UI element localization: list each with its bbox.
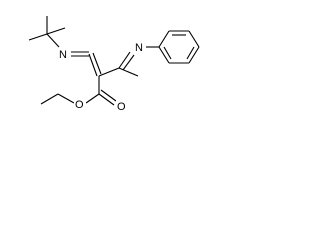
bond-c-c-double-a <box>88 53 98 77</box>
atom-n-anil: N <box>135 42 143 54</box>
phenyl-bond-1 <box>158 30 170 48</box>
atom-o-ester: O <box>75 99 84 111</box>
bond-imine-c-methyl <box>118 67 139 77</box>
ketenimine-group <box>71 51 102 77</box>
backbone <box>98 67 120 94</box>
bond-ester-c-o-single <box>85 93 100 104</box>
bond-o-ch2 <box>57 93 75 104</box>
bond-ester-c-o-double-b <box>100 89 117 102</box>
phenyl-inner-double-3 <box>163 46 172 60</box>
ethyl-ester-group <box>40 89 117 106</box>
bond-imine-c-n-double-b <box>122 54 135 71</box>
phenyl-inner-double-2 <box>186 46 195 60</box>
phenyl-bond-3 <box>188 30 200 48</box>
bond-ch2-ch3 <box>40 93 59 105</box>
tert-butyl-group <box>28 16 66 48</box>
atom-labels: N N O O <box>58 41 146 113</box>
atom-o-carbonyl: O <box>117 101 126 113</box>
bond-ester-c-o-double-a <box>98 93 115 106</box>
bond-tbu-methyl-left <box>28 33 48 41</box>
phenyl-bond-4 <box>188 46 200 64</box>
bond-imine-c-n-double-a <box>118 51 131 69</box>
anil-group <box>118 46 159 77</box>
bond-tbu-to-n <box>46 33 60 48</box>
structure-canvas: N N O O <box>0 0 234 138</box>
phenyl-bond-6 <box>158 46 170 64</box>
bond-tbu-methyl-right <box>46 27 66 35</box>
bond-c-c-double-b <box>92 52 102 75</box>
phenyl-ring <box>158 30 200 64</box>
chemical-structure-drawing: N N O O <box>28 16 200 113</box>
atom-n-ketenimine: N <box>59 49 67 61</box>
bond-central-to-imine-c <box>98 67 120 77</box>
